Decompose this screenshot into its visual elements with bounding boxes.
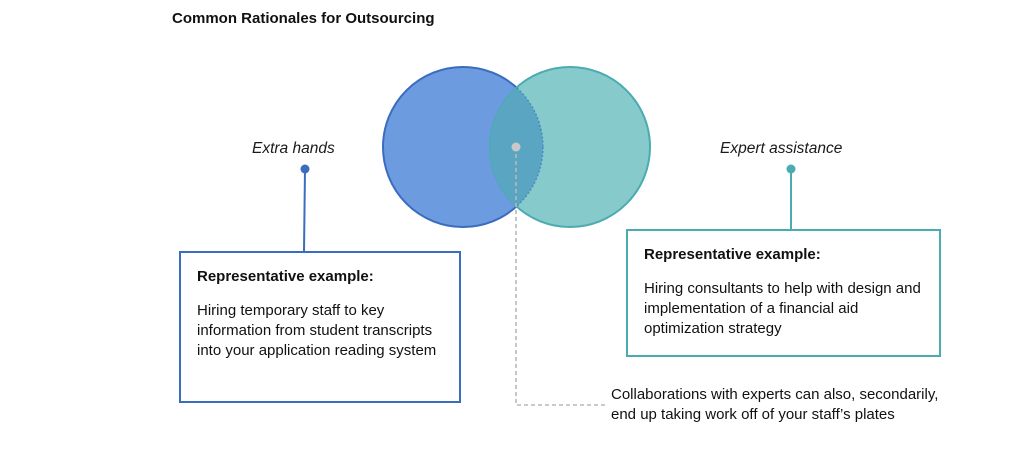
right-connector-dot xyxy=(786,164,796,174)
extra-hands-example-box: Representative example: Hiring temporary… xyxy=(179,251,461,403)
left-connector-dot xyxy=(300,164,310,174)
overlap-note: Collaborations with experts can also, se… xyxy=(611,386,939,423)
expert-assistance-label: Expert assistance xyxy=(720,140,843,157)
expert-assistance-example-heading: Representative example: xyxy=(644,246,821,263)
left-connector-line xyxy=(303,168,306,252)
extra-hands-example-text: Hiring temporary staff to key informatio… xyxy=(197,302,437,359)
extra-hands-label: Extra hands xyxy=(252,140,335,157)
overlap-region xyxy=(490,67,543,227)
overlap-connector-line xyxy=(515,147,605,406)
diagram-title: Common Rationales for Outsourcing xyxy=(172,10,435,27)
expert-assistance-example-text: Hiring consultants to help with design a… xyxy=(644,280,921,337)
overlap-connector-dot xyxy=(511,142,521,152)
extra-hands-example-heading: Representative example: xyxy=(197,268,374,285)
expert-assistance-example-box: Representative example: Hiring consultan… xyxy=(626,229,941,357)
